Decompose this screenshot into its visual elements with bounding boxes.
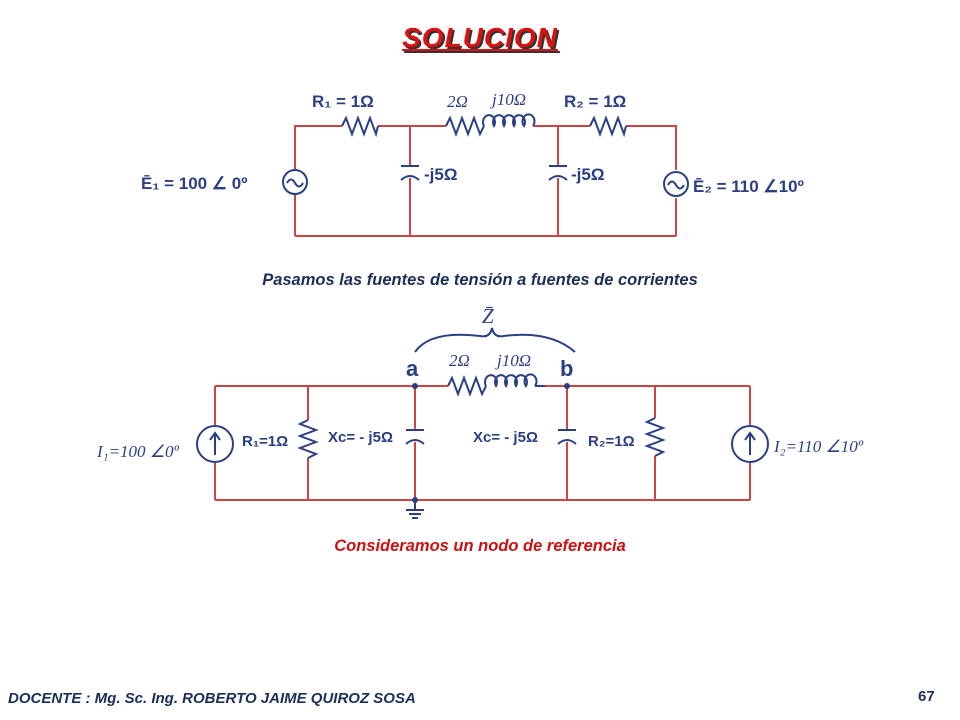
c1-l-label: j10Ω xyxy=(490,90,526,109)
c1-r1-label: R₁ = 1Ω xyxy=(312,92,374,111)
node-a-dot xyxy=(412,383,418,389)
c2-xc2-label: Xc= - j5Ω xyxy=(473,429,538,446)
circuit-1: R₁ = 1Ω 2Ω j10Ω R₂ = 1Ω -j5Ω -j5Ω Ē₁ = 1… xyxy=(141,90,804,237)
c2-xc1-label: Xc= - j5Ω xyxy=(328,429,393,446)
c2-i2-label: I₂=110 ∠10º xyxy=(773,437,864,456)
c1-capacitor-1 xyxy=(400,165,420,181)
c1-e1-label: Ē₁ = 100 ∠ 0º xyxy=(141,174,247,193)
c1-source-e2 xyxy=(663,171,689,197)
c1-source-e1 xyxy=(282,169,308,195)
c1-top-wire-right xyxy=(626,125,677,170)
c2-r1-label: R₁=1Ω xyxy=(242,433,288,450)
c1-cap1-label: -j5Ω xyxy=(424,165,457,184)
caption-reference-node: Consideramos un nodo de referencia xyxy=(334,537,626,555)
c2-capacitor-1 xyxy=(405,429,425,445)
c2-resistor-r1 xyxy=(297,419,319,459)
c1-resistor-r1 xyxy=(341,115,379,138)
z-label: Z̄ xyxy=(482,304,494,328)
node-b-dot xyxy=(564,383,570,389)
c2-current-source-i1 xyxy=(196,425,234,463)
c2-resistor-2ohm xyxy=(447,375,487,397)
c1-e2-label: Ē₂ = 110 ∠10º xyxy=(693,177,804,196)
slide-title: SOLUCION xyxy=(402,22,558,53)
node-a-label: a xyxy=(406,356,419,381)
c1-r2-label: R₂ = 1Ω xyxy=(564,92,626,111)
z-brace xyxy=(414,327,576,353)
page-number: 67 xyxy=(918,688,935,705)
c1-inductor xyxy=(482,113,536,129)
c2-r-mid-label: 2Ω xyxy=(449,351,470,370)
c1-top-wire-left xyxy=(294,125,342,170)
c2-r2-label: R₂=1Ω xyxy=(588,433,635,450)
c2-l-label: j10Ω xyxy=(495,351,531,370)
c2-i1-label: I₁=100 ∠0º xyxy=(96,442,180,461)
circuit-2: Z̄ xyxy=(96,304,864,519)
c1-resistor-r2 xyxy=(589,115,627,138)
c2-current-source-i2 xyxy=(731,425,769,463)
node-b-label: b xyxy=(560,356,573,381)
c1-capacitor-2 xyxy=(548,165,568,181)
c1-resistor-2ohm xyxy=(445,115,485,137)
c2-inductor xyxy=(484,373,538,389)
c2-capacitor-2 xyxy=(557,429,577,445)
footer-author: DOCENTE : Mg. Sc. Ing. ROBERTO JAIME QUI… xyxy=(8,690,416,707)
c2-resistor-r2 xyxy=(644,417,666,457)
caption-source-conversion: Pasamos las fuentes de tensión a fuentes… xyxy=(262,271,698,289)
ground-icon xyxy=(406,500,424,519)
c1-r-mid-label: 2Ω xyxy=(447,92,468,111)
c1-cap2-label: -j5Ω xyxy=(571,165,604,184)
